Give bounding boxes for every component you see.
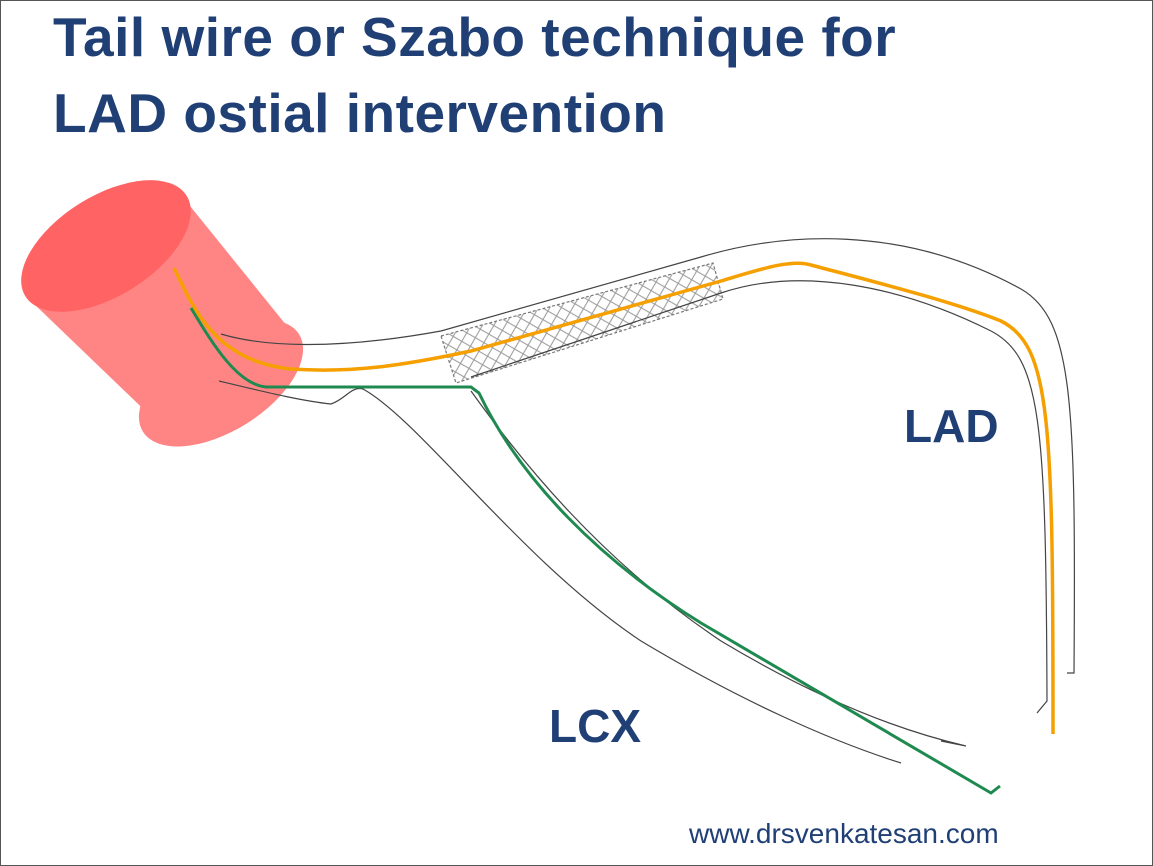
footer-url: www.drsvenkatesan.com bbox=[689, 818, 999, 849]
lcx-wire bbox=[189, 307, 1001, 795]
stent bbox=[440, 262, 724, 384]
slide-title-line-2: LAD ostial intervention bbox=[53, 82, 667, 144]
aorta-cylinder bbox=[21, 180, 304, 447]
slide-title-line-1: Tail wire or Szabo technique for bbox=[53, 6, 897, 68]
lad-label: LAD bbox=[904, 400, 999, 452]
lad-wire bbox=[172, 261, 1055, 735]
vessel-walls bbox=[218, 238, 1076, 764]
lcx-label: LCX bbox=[549, 700, 641, 752]
